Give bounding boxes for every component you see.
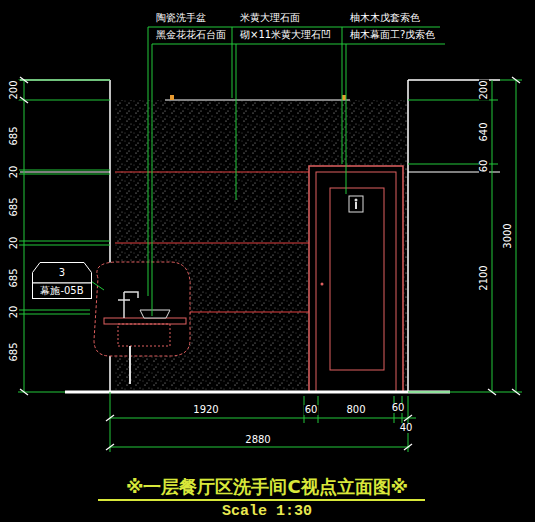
- drawing-line: [512, 77, 520, 83]
- drawing-line: [355, 202, 357, 209]
- drawing-line: [18, 80, 110, 81]
- drawing-line: [236, 44, 237, 200]
- drawing-line: [18, 310, 90, 311]
- material-note: 陶瓷洗手盆: [156, 13, 206, 23]
- dimension-text: 200: [479, 79, 489, 100]
- drawing-line: [342, 27, 343, 164]
- drawing-line: [148, 27, 440, 28]
- dimension-text: 1920: [192, 405, 219, 415]
- sheet-reference: 幕施-05B: [32, 283, 92, 299]
- scale-caption: Scale 1:30: [222, 504, 312, 519]
- dimension-text: 640: [479, 121, 489, 142]
- dimension-text: 685: [9, 196, 19, 217]
- dimension-text: 3000: [503, 222, 513, 249]
- drawing-line: [18, 100, 110, 101]
- drawing-line: [24, 80, 25, 392]
- dimension-text: 20: [9, 305, 19, 320]
- drawing-rect: [104, 318, 186, 324]
- drawing-line: [20, 389, 28, 395]
- drawing-line: [346, 44, 347, 194]
- drawing-line: [488, 389, 496, 395]
- material-note: 柚木幕面工?戊索色: [350, 30, 435, 40]
- detail-callout: 3幕施-05B: [32, 262, 92, 299]
- drawing-line: [106, 444, 114, 450]
- dimension-text: 60: [479, 159, 489, 174]
- drawing-g: [18, 27, 522, 452]
- drawing-rect: [309, 166, 403, 392]
- drawing-rect: [118, 324, 170, 346]
- drawing-line: [20, 97, 28, 103]
- material-note: 米黄大理石面: [240, 13, 300, 23]
- callout-number: 3: [32, 262, 92, 283]
- dimension-text: 800: [345, 405, 366, 415]
- dimension-text: 60: [304, 405, 319, 415]
- drawing-line: [115, 243, 310, 244]
- drawing-path: [94, 262, 190, 356]
- dimension-text: 20: [9, 165, 19, 180]
- dimension-text: 2880: [244, 435, 271, 445]
- drawing-line: [18, 245, 110, 246]
- dimension-text: 200: [9, 79, 19, 100]
- dimension-text: 685: [9, 341, 19, 362]
- drawing-line: [110, 418, 416, 419]
- drawing-line: [65, 391, 450, 394]
- drawing-rect: [330, 188, 384, 370]
- drawing-rect: [316, 172, 396, 392]
- drawing-path: [140, 310, 170, 318]
- drawing-line: [148, 27, 149, 296]
- callout-hexagon: [33, 263, 92, 284]
- dimension-text: 685: [9, 267, 19, 288]
- drawing-line: [106, 415, 114, 421]
- drawing-line: [18, 241, 110, 242]
- drawing-line: [110, 447, 410, 448]
- drawing-rect: [342, 95, 346, 100]
- drawing-g: [20, 77, 520, 450]
- drawing-title: ※一层餐厅区洗手间C视点立面图※: [126, 478, 408, 496]
- drawing-line: [404, 444, 412, 450]
- drawing-line: [232, 27, 233, 98]
- drawing-path: [118, 292, 138, 318]
- drawing-line: [152, 44, 445, 45]
- drawing-line: [408, 392, 522, 393]
- material-note: 砌×11米黄大理石凹: [240, 30, 331, 40]
- drawing-line: [18, 170, 110, 171]
- drawing-rect: [349, 196, 363, 212]
- dimension-text: 60: [391, 403, 406, 413]
- callout-box: [33, 283, 92, 299]
- drawing-line: [492, 80, 493, 392]
- drawing-circle: [355, 199, 358, 202]
- drawing-line: [115, 172, 310, 173]
- drawing-rect: [115, 100, 408, 390]
- drawing-line: [129, 346, 131, 384]
- dimension-text: 40: [399, 423, 414, 433]
- drawing-line: [20, 172, 110, 173]
- drawing-line: [500, 80, 522, 81]
- drawing-rect: [170, 95, 174, 100]
- drawing-line: [18, 314, 90, 315]
- material-note: 黑金花花石台面: [156, 30, 226, 40]
- drawing-line: [110, 392, 111, 452]
- dimension-text: 2100: [479, 264, 489, 291]
- dimension-text: 685: [9, 125, 19, 146]
- drawing-line: [516, 80, 517, 392]
- drawing-line: [512, 389, 520, 395]
- material-note: 柚木木戊套索色: [350, 13, 420, 23]
- dimension-text: 20: [9, 236, 19, 251]
- drawing-line: [152, 44, 153, 316]
- drawing-line: [404, 415, 412, 421]
- drawing-line: [18, 174, 110, 175]
- drawing-line: [20, 77, 28, 83]
- drawing-circle: [321, 283, 324, 286]
- drawing-line: [98, 499, 425, 501]
